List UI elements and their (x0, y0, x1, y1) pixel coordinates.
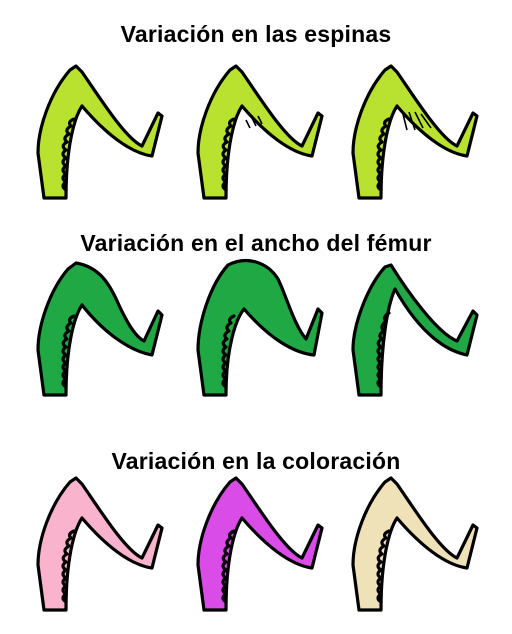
grasshopper-leg-2-2 (196, 259, 324, 397)
leg-spine (420, 113, 432, 129)
grasshopper-leg-2-3 (351, 263, 479, 397)
grasshopper-leg-1-3 (351, 64, 479, 200)
leg-serration (61, 529, 76, 604)
title-femur-width-variation: Variación en el ancho del fémur (80, 230, 432, 256)
leg-serration (221, 117, 236, 192)
title-coloration-variation: Variación en la coloración (111, 448, 401, 474)
grasshopper-leg-1-2 (196, 64, 324, 200)
leg-serration (376, 117, 391, 192)
leg-femur-shape (351, 64, 479, 200)
leg-spine (408, 111, 416, 131)
grasshopper-leg-2-1 (36, 261, 164, 397)
grasshopper-leg-1-1 (36, 64, 164, 200)
leg-serration (376, 529, 391, 604)
leg-spine (257, 115, 263, 125)
leg-femur-shape (36, 261, 164, 397)
leg-femur-shape (196, 64, 324, 200)
leg-femur-shape (351, 263, 479, 397)
title-spine-variation: Variación en las espinas (120, 21, 392, 47)
leg-femur-shape (36, 64, 164, 200)
leg-spine (414, 111, 424, 129)
leg-serration (61, 117, 76, 192)
leg-femur-shape (36, 476, 164, 612)
leg-serration (221, 314, 236, 389)
leg-femur-shape (196, 259, 324, 397)
leg-femur-shape (351, 476, 479, 612)
leg-spine (251, 117, 257, 127)
leg-serration (221, 529, 236, 604)
leg-femur-shape (196, 476, 324, 612)
leg-serration (376, 311, 391, 389)
leg-serration (61, 314, 76, 389)
leg-spine (402, 113, 408, 131)
grasshopper-leg-3-3 (351, 476, 479, 612)
leg-spine (245, 119, 251, 129)
grasshopper-leg-3-1 (36, 476, 164, 612)
grasshopper-leg-3-2 (196, 476, 324, 612)
